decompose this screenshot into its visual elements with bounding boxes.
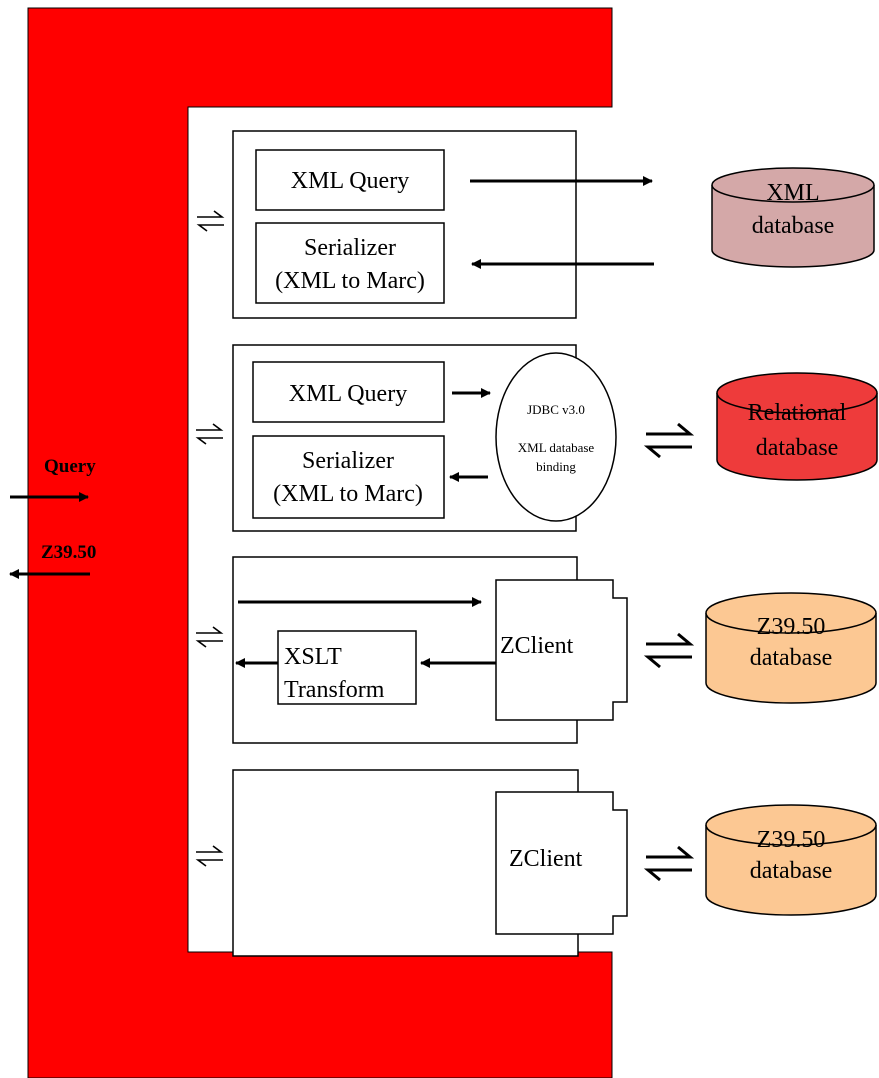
xml-database: XML database bbox=[711, 167, 875, 268]
xml-query-label-2: XML Query bbox=[289, 381, 407, 407]
jdbc-line2: XML database bbox=[518, 440, 595, 455]
serializer-box-2 bbox=[252, 435, 445, 519]
xml-query-box bbox=[255, 149, 445, 211]
z3950-exchange-icon-2 bbox=[643, 845, 695, 882]
relational-module-exchange-icon bbox=[195, 423, 224, 445]
relational-database: Relational database bbox=[716, 372, 878, 481]
external-query-label: Query bbox=[44, 456, 96, 477]
xml-query-label: XML Query bbox=[291, 168, 409, 194]
z3950-exchange-icon-1 bbox=[643, 632, 695, 669]
zclient-2-label: ZClient bbox=[509, 846, 583, 872]
relational-exchange-icon bbox=[643, 422, 695, 459]
relational-module: XML Query Serializer (XML to Marc) JDBC … bbox=[232, 344, 617, 532]
zclient-2: ZClient bbox=[495, 791, 628, 935]
z3950-module-1-exchange-icon bbox=[195, 626, 224, 648]
xml-database-line1: XML bbox=[766, 180, 819, 206]
serializer-2-line1: Serializer bbox=[302, 448, 394, 474]
xml-module: XML Query Serializer (XML to Marc) bbox=[232, 130, 577, 319]
serializer-2-line2: (XML to Marc) bbox=[273, 481, 423, 507]
gateway-block bbox=[27, 7, 613, 1078]
z3950-database-1: Z39.50 database bbox=[705, 592, 877, 704]
z3950-database-2-line1: Z39.50 bbox=[757, 827, 826, 853]
serializer-box bbox=[255, 222, 445, 304]
xslt-line2: Transform bbox=[284, 677, 385, 703]
zclient-1-label: ZClient bbox=[500, 633, 574, 659]
jdbc-line3: binding bbox=[536, 459, 576, 474]
serializer-line2: (XML to Marc) bbox=[275, 268, 425, 294]
relational-database-line1: Relational bbox=[748, 400, 847, 426]
z3950-database-2-line2: database bbox=[750, 858, 833, 884]
zclient-1: ZClient bbox=[495, 579, 628, 721]
xml-database-line2: database bbox=[752, 213, 835, 239]
z3950-database-1-line1: Z39.50 bbox=[757, 614, 826, 640]
jdbc-line1: JDBC v3.0 bbox=[527, 402, 585, 417]
xml-module-exchange-icon bbox=[196, 210, 225, 232]
jdbc-binding-node bbox=[495, 352, 617, 522]
z3950-database-1-line2: database bbox=[750, 645, 833, 671]
xslt-transform-box bbox=[277, 630, 417, 705]
xml-query-box-2 bbox=[252, 361, 445, 423]
serializer-line1: Serializer bbox=[304, 235, 396, 261]
z3950-database-2: Z39.50 database bbox=[705, 804, 877, 916]
external-z3950-label: Z39.50 bbox=[41, 542, 96, 563]
z3950-module-2-exchange-icon bbox=[195, 845, 224, 867]
xslt-line1: XSLT bbox=[284, 644, 342, 670]
relational-database-line2: database bbox=[756, 435, 839, 461]
